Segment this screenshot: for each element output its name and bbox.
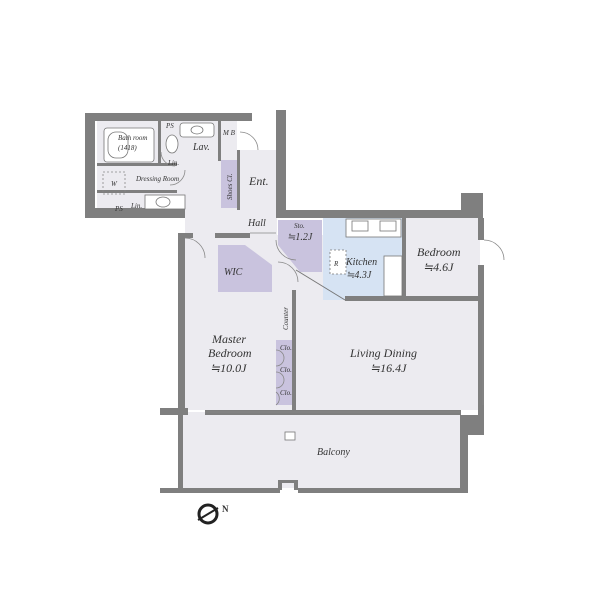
walls [85,110,484,493]
north-arrow-icon: N [197,503,229,525]
living-dining-size: ≒16.4J [370,361,407,375]
dressing-label: Dressing Room [135,175,179,183]
bedroom-size: ≒4.6J [423,260,454,274]
storage-size: ≒1.2J [287,232,313,243]
master-bedroom-size: ≒10.0J [210,361,247,375]
shoes-closet-label: Shoes Cl. [226,173,234,200]
living-dining-label: Living Dining [349,346,417,360]
lin-bottom-label: Lin. [130,202,142,210]
refrigerator-label: R [333,260,339,268]
kitchen-size: ≒4.3J [346,270,372,281]
fixtures [102,122,505,441]
hall-label: Hall [247,218,266,229]
lin-top-label: Lin. [167,159,179,167]
storage-label: Sto. [294,222,305,230]
ps-top-label: PS [165,122,174,130]
bathroom-size: (1418) [118,144,137,152]
balcony-label: Balcony [317,447,350,458]
north-label: N [222,504,229,514]
wic-label: WIC [224,267,243,278]
entrance-label: Ent. [248,174,269,188]
closet-1-label: Clo. [280,344,292,352]
kitchen-label: Kitchen [345,257,377,268]
closet-3-label: Clo. [280,389,292,397]
master-bedroom-label-2: Bedroom [208,346,252,360]
bedroom-label: Bedroom [417,245,461,259]
room-labels: Bath room (1418) Lav. M B PS Lin. Dressi… [111,122,461,458]
lav-label: Lav. [192,142,210,153]
closet-2-label: Clo. [280,366,292,374]
counter-label: Counter [282,307,290,330]
w-label: W [111,180,118,188]
mb-label: M B [222,129,236,137]
ps-bottom-label: PS [114,205,123,213]
bathroom-label: Bath room [118,134,148,142]
master-bedroom-label: Master [211,332,246,346]
